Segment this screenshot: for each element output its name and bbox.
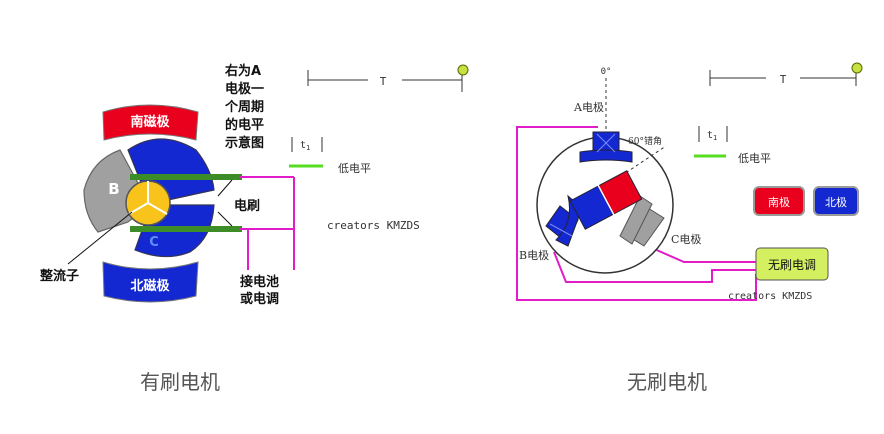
low-level-label-left: 低电平 bbox=[338, 162, 371, 175]
pulse-marker-right bbox=[851, 62, 863, 74]
coil-b-winding bbox=[549, 223, 573, 237]
zero-degree-label: 0° bbox=[601, 67, 612, 77]
rotor-b-label: B bbox=[108, 180, 119, 198]
note-line-5: 示意图 bbox=[225, 135, 264, 151]
south-pole-label: 南极 bbox=[768, 195, 790, 209]
battery-label-1: 接电池 bbox=[240, 274, 279, 290]
period-label-left: T bbox=[380, 75, 387, 88]
credit-right: creators KMZDS bbox=[728, 291, 812, 302]
rotor-axis-line bbox=[594, 178, 618, 222]
sixty-degree-label: 60°错角 bbox=[628, 135, 662, 147]
commutator-segments bbox=[128, 181, 168, 215]
coil-c-shoe bbox=[619, 195, 653, 245]
coil-a-shoe bbox=[579, 149, 633, 163]
period-label-right: T bbox=[780, 73, 787, 86]
period-note: 右为A 电极一 个周期 的电平 示意图 bbox=[224, 63, 264, 151]
south-magnet-label: 南磁极 bbox=[130, 114, 170, 130]
t1-label-right: t1 bbox=[707, 130, 717, 142]
esc-box bbox=[755, 247, 829, 281]
a-electrode-label: A电极 bbox=[573, 100, 604, 114]
credit-left: creators KMZDS bbox=[327, 219, 420, 232]
coil-a-winding-2 bbox=[596, 133, 616, 153]
caption-brushless: 无刷电机 bbox=[627, 370, 707, 394]
note-line-3: 个周期 bbox=[224, 99, 264, 115]
low-level-label-right: 低电平 bbox=[738, 152, 771, 165]
north-magnet-label: 北磁极 bbox=[130, 278, 170, 294]
rotor-magnet bbox=[569, 170, 643, 230]
brushed-motor-diagram: 南磁极 北磁极 B C 电刷 整流子 bbox=[39, 63, 469, 307]
pulse-marker-left bbox=[457, 64, 469, 76]
brushless-motor-diagram: 0° 60°错角 A电极 B电极 C电极 T bbox=[516, 62, 863, 302]
north-pole-label: 北极 bbox=[825, 195, 847, 209]
rotor-c-label: C bbox=[149, 235, 159, 250]
north-magnet bbox=[102, 261, 199, 303]
t1-marker-left bbox=[291, 137, 323, 152]
south-magnet bbox=[102, 104, 199, 141]
note-line-1: 右为A bbox=[224, 63, 261, 79]
b-electrode-label: B电极 bbox=[519, 248, 549, 262]
brush-label: 电刷 bbox=[234, 198, 260, 214]
wire-b bbox=[553, 251, 756, 283]
commutator-label: 整流子 bbox=[39, 268, 79, 284]
wire-a bbox=[516, 126, 757, 301]
north-pole-swatch bbox=[813, 186, 859, 216]
esc-label: 无刷电调 bbox=[768, 258, 816, 272]
brush-pointer-2 bbox=[217, 211, 233, 227]
note-line-2: 电极一 bbox=[225, 81, 264, 97]
battery-label-2: 或电调 bbox=[240, 291, 279, 307]
brush-pointer bbox=[217, 179, 233, 197]
commutator-pointer bbox=[67, 211, 133, 265]
brush-bottom bbox=[130, 226, 242, 232]
t1-marker-right bbox=[698, 126, 728, 142]
south-pole-swatch bbox=[753, 186, 805, 216]
note-line-4: 的电平 bbox=[225, 117, 264, 133]
t1-label-left: t1 bbox=[300, 140, 310, 152]
brush-top bbox=[130, 174, 242, 180]
wire-c bbox=[651, 247, 756, 263]
caption-brushed: 有刷电机 bbox=[140, 370, 220, 394]
c-electrode-label: C电极 bbox=[671, 232, 701, 246]
